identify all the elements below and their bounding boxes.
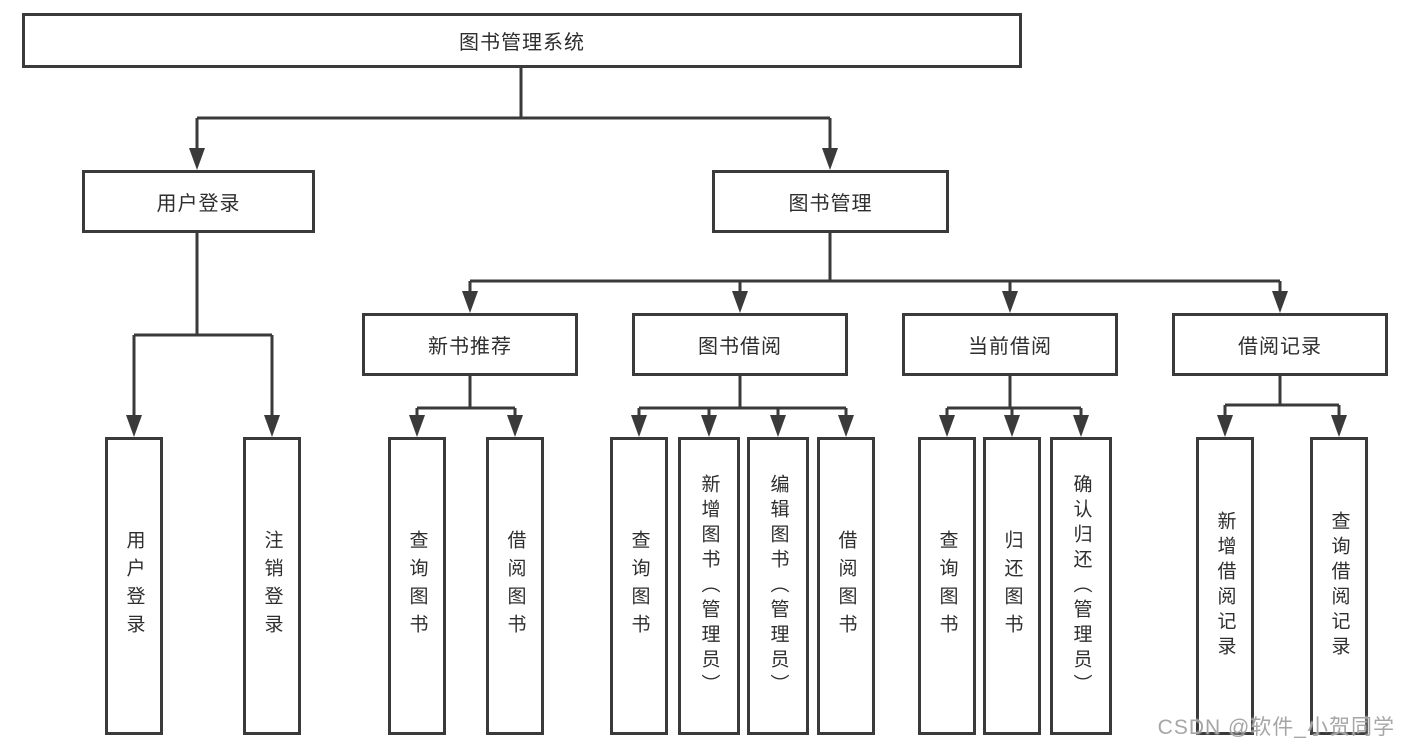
leaf-query-book-borrow: 查询图书 [610, 437, 668, 735]
leaf-query-book-recommend: 查询图书 [388, 437, 446, 735]
leaf-borrow-book-recommend: 借阅图书 [486, 437, 544, 735]
leaf-query-borrow-record: 查询借阅记录 [1310, 437, 1368, 735]
arrowheads [126, 148, 1347, 437]
node-book-borrow: 图书借阅 [632, 313, 848, 376]
leaf-confirm-return-admin: 确认归还（管理员） [1050, 437, 1112, 735]
node-root-system: 图书管理系统 [22, 13, 1022, 68]
node-borrow-record: 借阅记录 [1172, 313, 1388, 376]
leaf-user-login: 用户登录 [105, 437, 163, 735]
leaf-add-book-admin: 新增图书（管理员） [678, 437, 740, 735]
leaf-query-book-current: 查询图书 [918, 437, 976, 735]
leaf-edit-book-admin: 编辑图书（管理员） [747, 437, 809, 735]
csdn-watermark: CSDN @软件_小贺同学 [1157, 716, 1395, 739]
node-current-borrow: 当前借阅 [902, 313, 1118, 376]
leaf-return-book: 归还图书 [983, 437, 1041, 735]
node-user-login: 用户登录 [82, 170, 315, 233]
leaf-logout: 注销登录 [243, 437, 301, 735]
leaf-add-borrow-record: 新增借阅记录 [1196, 437, 1254, 735]
node-new-book-recommend: 新书推荐 [362, 313, 578, 376]
node-book-management: 图书管理 [712, 170, 949, 233]
leaf-borrow-book: 借阅图书 [817, 437, 875, 735]
